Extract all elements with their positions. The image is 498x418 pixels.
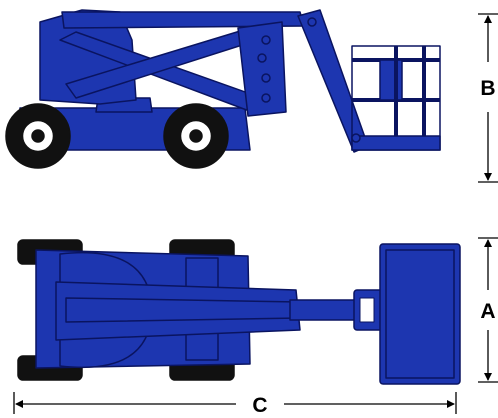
side-rear-wheel — [5, 103, 71, 169]
dimension-label-b: B — [480, 77, 495, 100]
top-rotator-detail — [359, 297, 375, 323]
top-platform — [379, 243, 461, 385]
top-view — [17, 239, 461, 385]
side-view — [5, 9, 441, 169]
dimension-lines — [13, 13, 498, 414]
dimension-label-c: C — [252, 394, 267, 417]
side-pivot-holes — [257, 17, 361, 143]
dimension-length — [13, 392, 457, 414]
side-jib-arm — [297, 9, 369, 153]
top-platform-rim — [385, 249, 455, 379]
dimension-height — [478, 13, 498, 183]
side-riser-plate — [237, 21, 287, 117]
dimension-width — [478, 237, 498, 383]
side-platform-basket — [351, 45, 441, 151]
top-boom-inner — [65, 297, 301, 323]
dimension-label-a: A — [480, 300, 495, 323]
side-front-wheel — [163, 103, 229, 169]
top-jib — [289, 299, 363, 321]
